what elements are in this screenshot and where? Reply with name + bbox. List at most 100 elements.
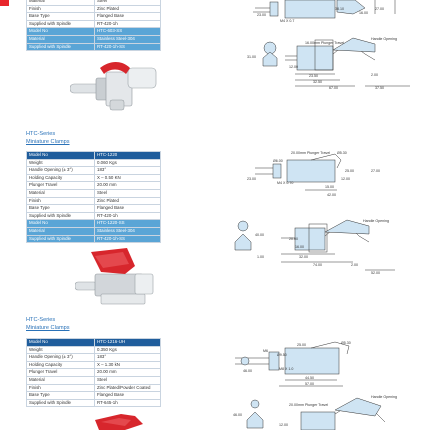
spec-label: Base Type: [26, 12, 95, 21]
series-title-3: HTC-Series: [26, 317, 56, 323]
spec-row: Handle Opening (± 3°)183°: [26, 353, 161, 362]
spec-label: Handle Opening (± 3°): [26, 353, 95, 362]
spec-value: Zinc Plated/Powder Coated: [94, 383, 161, 393]
dim-label: 20.00mm Plunger Travel: [289, 403, 328, 407]
dim-label: 67.00: [329, 86, 338, 90]
spec-label: Weight: [26, 345, 95, 355]
spec-value: Flanged Base: [94, 204, 161, 213]
spec-value: 0.350 Kgs: [94, 345, 161, 355]
dim-label: 38.10: [335, 7, 344, 11]
product-photo-push-clamp-3: [95, 414, 143, 430]
dim-label: 25.00: [345, 169, 354, 173]
dim-label: 16.00: [295, 245, 304, 249]
spec-value: 183°: [94, 353, 161, 362]
dim-label: 27.00: [371, 169, 380, 173]
spec-value: 20.00 mm: [94, 368, 161, 377]
series-title-2: HTC-Series: [26, 131, 56, 137]
dim-label: 12.00: [289, 65, 298, 69]
spec-label: Supplied with Spindle: [26, 42, 95, 52]
dim-label: 2.00: [371, 73, 378, 77]
spec-value: Steel: [94, 188, 161, 198]
dim-label: Handle Opening: [363, 219, 389, 223]
dim-label: 27.00: [375, 7, 384, 11]
dim-label: Ø6.00: [273, 159, 283, 163]
spec-value: Zinc Plated: [94, 4, 161, 14]
technical-drawing-1: 23.00 M4 X 0.7 38.10 16.00 27.00 31.00 H…: [247, 0, 410, 90]
dim-label: 32.00: [299, 255, 308, 259]
spec-row: Handle Opening (± 3°)183°: [26, 166, 161, 175]
dim-label: 23.50: [309, 74, 318, 78]
spec-label: Supplied with Spindle: [26, 211, 95, 221]
spec-value: X – 0.50 KN: [94, 173, 161, 183]
dim-label: M4 X 0.7: [280, 19, 294, 23]
spec-label: Finish: [26, 196, 95, 206]
spec-label: Material: [26, 226, 95, 236]
spec-value: RT-420-1h: [94, 19, 161, 29]
dim-label: Handle Opening: [371, 37, 397, 41]
dim-label: 46.00: [243, 369, 252, 373]
technical-drawing-2: 20.00mm Plunger Travel Ø6.00 23.00 M4 X …: [234, 151, 395, 275]
spec-value: Stainless Steel-304: [94, 226, 161, 236]
dim-label: 57.00: [305, 382, 314, 386]
spec-label: Supplied with Spindle: [26, 234, 95, 244]
spec-label: Finish: [26, 383, 95, 393]
spec-label: Material: [26, 34, 95, 44]
spec-label: Model No: [26, 219, 95, 228]
dim-label: M6: [263, 349, 268, 353]
dim-label: Ø5.30: [337, 151, 347, 155]
spec-value: 0.060 Kgs: [94, 158, 161, 168]
dim-label: Handle Opening: [371, 395, 397, 399]
page-edge-tab: [0, 0, 9, 6]
spec-value: RT-420-1h-SS: [94, 234, 161, 244]
spec-value: 20.00 mm: [94, 181, 161, 190]
spec-label: Weight: [26, 158, 95, 168]
dim-label: 52.00: [371, 271, 380, 275]
product-photo-push-clamp-1: [70, 62, 157, 111]
spec-value: Flanged Base: [94, 12, 161, 21]
dim-label: 23.00: [257, 13, 266, 17]
dim-label: 44.50: [305, 376, 314, 380]
spec-label: Base Type: [26, 204, 95, 213]
dim-label: 31.00: [247, 55, 256, 59]
dim-label: 20.00mm Plunger Travel: [291, 151, 330, 155]
spec-label: Holding Capacity: [26, 360, 95, 370]
dim-label: 25.00: [297, 343, 306, 347]
spec-label: Model No: [26, 27, 95, 36]
spec-label: Material: [26, 188, 95, 198]
spec-label: Supplied with Spindle: [26, 398, 95, 408]
dim-label: 12.00: [341, 177, 350, 181]
spec-label: Supplied with Spindle: [26, 19, 95, 29]
dim-label: Ø9.50: [277, 353, 287, 357]
dim-label: 32.50: [313, 80, 322, 84]
dim-label: Ø5.30: [341, 341, 351, 345]
spec-label: Holding Capacity: [26, 173, 95, 183]
dim-label: 20.00: [289, 237, 298, 241]
dim-label: 37.50: [375, 86, 384, 90]
product-photo-push-clamp-2: [75, 248, 154, 305]
spec-label: Handle Opening (± 3°): [26, 166, 95, 175]
dim-label: 16.00mm Plunger Travel: [305, 41, 344, 45]
dim-label: M8 X 1.0: [279, 367, 293, 371]
dim-label: 15.00: [325, 185, 334, 189]
dim-label: 74.00: [313, 263, 322, 267]
spec-value: Stainless Steel-304: [94, 34, 161, 44]
